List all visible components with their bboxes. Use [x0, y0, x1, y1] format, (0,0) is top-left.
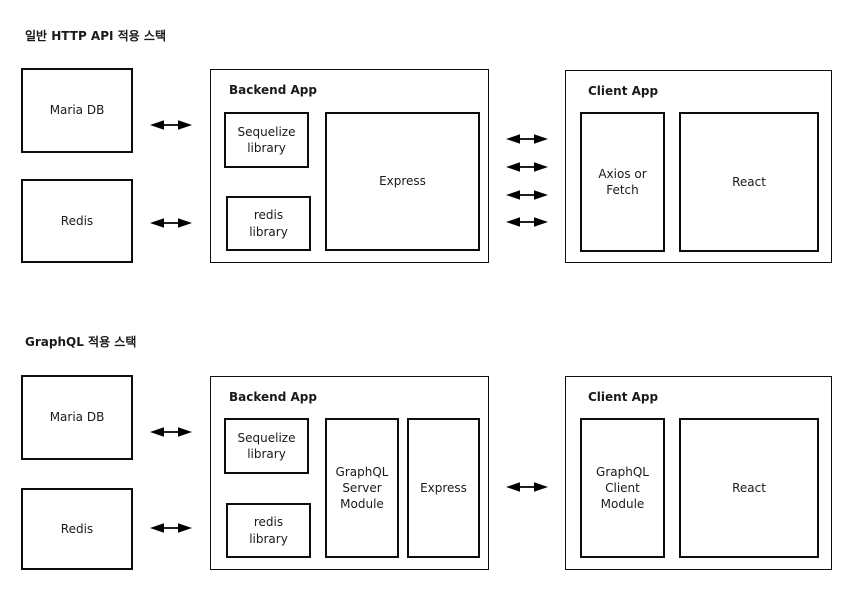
graphql-backend-app-label: Backend App — [229, 390, 317, 404]
http-express-box: Express — [325, 112, 480, 251]
graphql-client-module-label: GraphQL Client Module — [596, 464, 649, 512]
graphql-backend-app-container: Backend App Sequelize library redis libr… — [210, 376, 489, 570]
graphql-client-app-container: Client App GraphQL Client Module React — [565, 376, 832, 570]
http-backend-app-label: Backend App — [229, 83, 317, 97]
http-backend-app-container: Backend App Sequelize library redis libr… — [210, 69, 489, 263]
graphql-express-box: Express — [407, 418, 480, 558]
http-axios-fetch-box: Axios or Fetch — [580, 112, 665, 252]
http-redis-library-box: redis library — [226, 196, 311, 251]
graphql-maria-db-box: Maria DB — [21, 375, 133, 460]
graphql-server-module-box: GraphQL Server Module — [325, 418, 399, 558]
double-arrow-icon — [506, 190, 548, 200]
double-arrow-icon — [506, 162, 548, 172]
graphql-sequelize-library-label: Sequelize library — [237, 430, 296, 461]
double-arrow-icon — [506, 217, 548, 227]
double-arrow-icon — [150, 218, 192, 228]
double-arrow-icon — [506, 134, 548, 144]
double-arrow-icon — [150, 427, 192, 437]
graphql-redis-library-box: redis library — [226, 503, 311, 558]
graphql-react-box: React — [679, 418, 819, 558]
http-stack-title: 일반 HTTP API 적용 스택 — [25, 29, 166, 43]
http-axios-fetch-label: Axios or Fetch — [598, 166, 647, 197]
graphql-client-app-label: Client App — [588, 390, 659, 404]
http-express-label: Express — [379, 174, 426, 189]
http-sequelize-library-box: Sequelize library — [224, 112, 309, 168]
graphql-server-module-label: GraphQL Server Module — [335, 464, 389, 512]
http-react-label: React — [732, 174, 766, 189]
http-client-app-container: Client App Axios or Fetch React — [565, 70, 832, 263]
double-arrow-icon — [150, 523, 192, 533]
http-redis-box: Redis — [21, 179, 133, 263]
graphql-maria-db-label: Maria DB — [49, 410, 105, 425]
http-maria-db-label: Maria DB — [49, 103, 105, 118]
graphql-stack-title: GraphQL 적용 스택 — [25, 335, 137, 349]
graphql-redis-library-label: redis library — [249, 515, 288, 546]
graphql-react-label: React — [732, 480, 766, 495]
double-arrow-icon — [506, 482, 548, 492]
graphql-redis-box: Redis — [21, 488, 133, 570]
graphql-redis-label: Redis — [60, 521, 94, 536]
graphql-express-label: Express — [420, 480, 467, 495]
http-client-app-label: Client App — [588, 84, 659, 98]
double-arrow-icon — [150, 120, 192, 130]
http-sequelize-library-label: Sequelize library — [237, 124, 296, 155]
http-redis-label: Redis — [60, 213, 94, 228]
graphql-client-module-box: GraphQL Client Module — [580, 418, 665, 558]
http-redis-library-label: redis library — [249, 208, 288, 239]
graphql-sequelize-library-box: Sequelize library — [224, 418, 309, 474]
http-react-box: React — [679, 112, 819, 252]
http-maria-db-box: Maria DB — [21, 68, 133, 153]
